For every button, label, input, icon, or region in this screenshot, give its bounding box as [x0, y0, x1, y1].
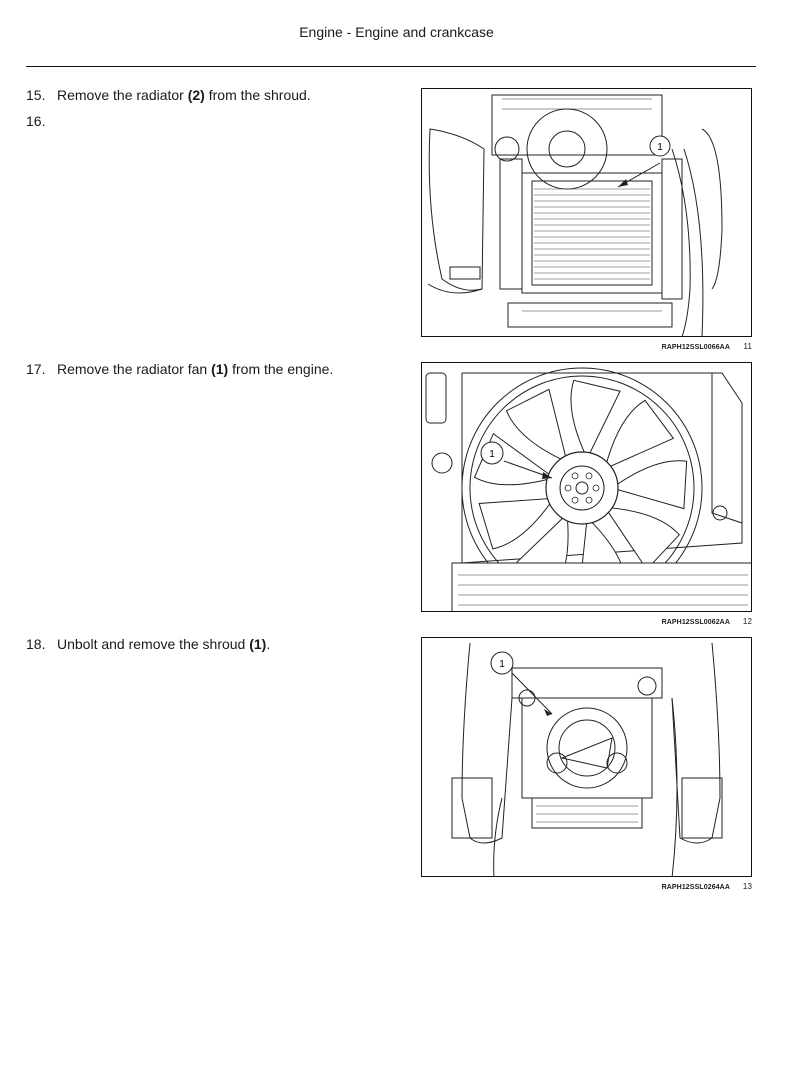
figure-number: 12	[742, 617, 752, 626]
step-text-end: from the engine.	[228, 361, 334, 377]
step-number: 17.	[26, 361, 46, 377]
shroud-illustration: 1	[451, 642, 723, 876]
callout-circle	[490, 651, 514, 675]
radiator-illustration: 1	[427, 94, 723, 336]
callout-circle	[480, 441, 504, 465]
figure-caption: RAPH12SSL0066AA 11	[421, 342, 752, 351]
step-text-end: from the shroud.	[204, 87, 311, 103]
figure-caption: RAPH12SSL0062AA 12	[421, 617, 752, 626]
step-15: 15. Remove the radiator (2) from the shro…	[26, 86, 311, 104]
callout-label: 1	[657, 142, 663, 153]
step-ref: (2)	[187, 87, 205, 103]
step-text: Unbolt and remove the shroud	[57, 636, 250, 652]
figure-shroud: 1	[421, 637, 752, 877]
figure-code: RAPH12SSL0264AA	[661, 884, 730, 891]
fan-illustration: 1	[425, 367, 751, 611]
step-number: 15.	[26, 87, 46, 103]
figure-caption: RAPH12SSL0264AA 13	[421, 882, 752, 891]
figure-code: RAPH12SSL0062AA	[661, 619, 730, 626]
step-number: 16.	[26, 113, 46, 129]
step-18: 18. Unbolt and remove the shroud (1).	[26, 635, 270, 653]
step-ref: (1)	[211, 361, 229, 377]
figure-number: 11	[743, 342, 752, 351]
step-number: 18.	[26, 636, 46, 652]
figure-fan: 1	[421, 362, 752, 612]
step-text-end: .	[266, 636, 271, 652]
figure-number: 13	[742, 882, 752, 891]
step-17: 17. Remove the radiator fan (1) from the …	[26, 360, 333, 378]
step-16: 16.	[26, 112, 57, 130]
header-rule	[26, 66, 756, 67]
callout-circle	[649, 135, 671, 157]
figure-code: RAPH12SSL0066AA	[661, 344, 730, 351]
callout-label: 1	[499, 659, 505, 670]
step-text: Remove the radiator	[57, 87, 188, 103]
step-text: Remove the radiator fan	[57, 361, 212, 377]
step-ref: (1)	[249, 636, 267, 652]
figure-radiator: 1	[421, 88, 752, 337]
callout-label: 1	[489, 449, 495, 460]
page-header: Engine - Engine and crankcase	[299, 24, 494, 40]
